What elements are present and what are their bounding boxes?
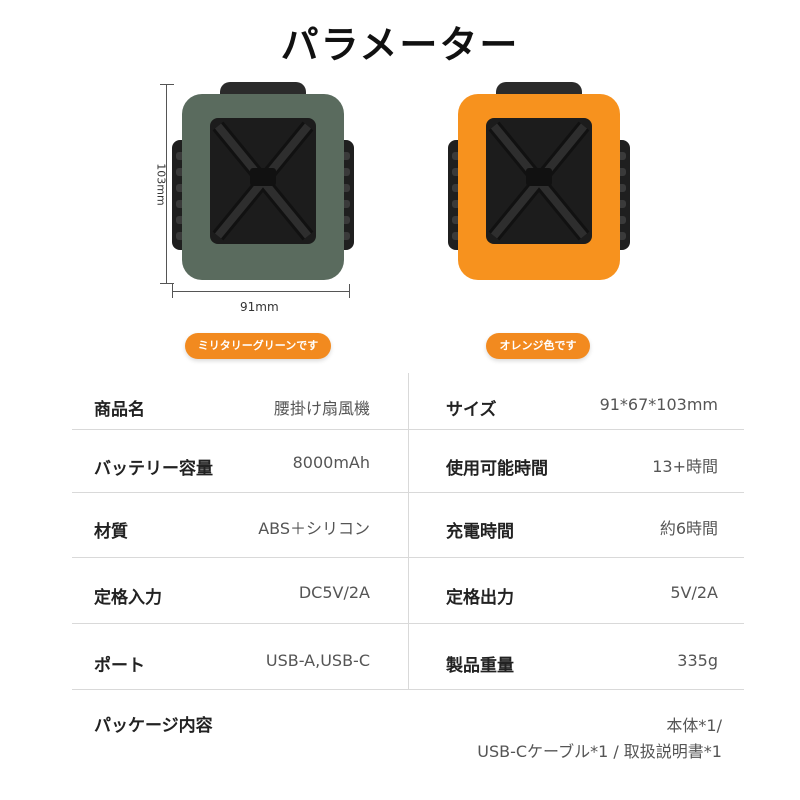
variant-label-green: ミリタリーグリーンです: [185, 333, 331, 359]
spec-label: 材質: [94, 522, 128, 542]
spec-label: 使用可能時間: [446, 459, 548, 479]
spec-value: 335g: [677, 651, 718, 670]
package-contents: 本体*1/ USB-Cケーブル*1 / 取扱説明書*1: [477, 713, 722, 765]
spec-row: 定格入力 DC5V/2A 定格出力 5V/2A: [72, 557, 744, 624]
height-dimension-label: 103mm: [154, 163, 168, 206]
spec-label: バッテリー容量: [94, 459, 213, 479]
column-divider: [408, 623, 409, 689]
spec-value: 約6時間: [659, 519, 718, 538]
spec-row: 商品名 腰掛け扇風機 サイズ 91*67*103mm: [72, 373, 744, 430]
width-dimension-line: [172, 284, 350, 298]
spec-label: 製品重量: [446, 656, 514, 676]
spec-label: サイズ: [446, 400, 497, 420]
column-divider: [408, 373, 409, 623]
spec-label: ポート: [94, 656, 145, 676]
spec-row: ポート USB-A,USB-C 製品重量 335g: [72, 623, 744, 690]
spec-label: 定格出力: [446, 588, 514, 608]
spec-value: 5V/2A: [670, 583, 718, 602]
package-line-2: USB-Cケーブル*1 / 取扱説明書*1: [477, 742, 722, 761]
variant-label-orange: オレンジ色です: [486, 333, 590, 359]
spec-value: 13+時間: [652, 457, 718, 476]
spec-row: 材質 ABS＋シリコン 充電時間 約6時間: [72, 492, 744, 558]
spec-label: 定格入力: [94, 588, 162, 608]
package-label: パッケージ内容: [94, 716, 213, 736]
spec-row: バッテリー容量 8000mAh 使用可能時間 13+時間: [72, 429, 744, 493]
height-dimension-line: [160, 84, 174, 284]
package-line-1: 本体*1/: [666, 716, 722, 735]
spec-value: 91*67*103mm: [599, 395, 718, 414]
spec-value: 8000mAh: [292, 453, 370, 472]
spec-value: DC5V/2A: [298, 583, 370, 602]
spec-value: ABS＋シリコン: [258, 519, 370, 538]
fan-image-green: [172, 82, 354, 280]
spec-label: 商品名: [94, 400, 145, 420]
fan-image-orange: [448, 82, 630, 280]
spec-label: 充電時間: [446, 522, 514, 542]
spec-value: 腰掛け扇風機: [273, 399, 370, 418]
width-dimension-label: 91mm: [240, 300, 279, 314]
page-title: パラメーター: [280, 23, 520, 67]
spec-value: USB-A,USB-C: [265, 651, 370, 670]
